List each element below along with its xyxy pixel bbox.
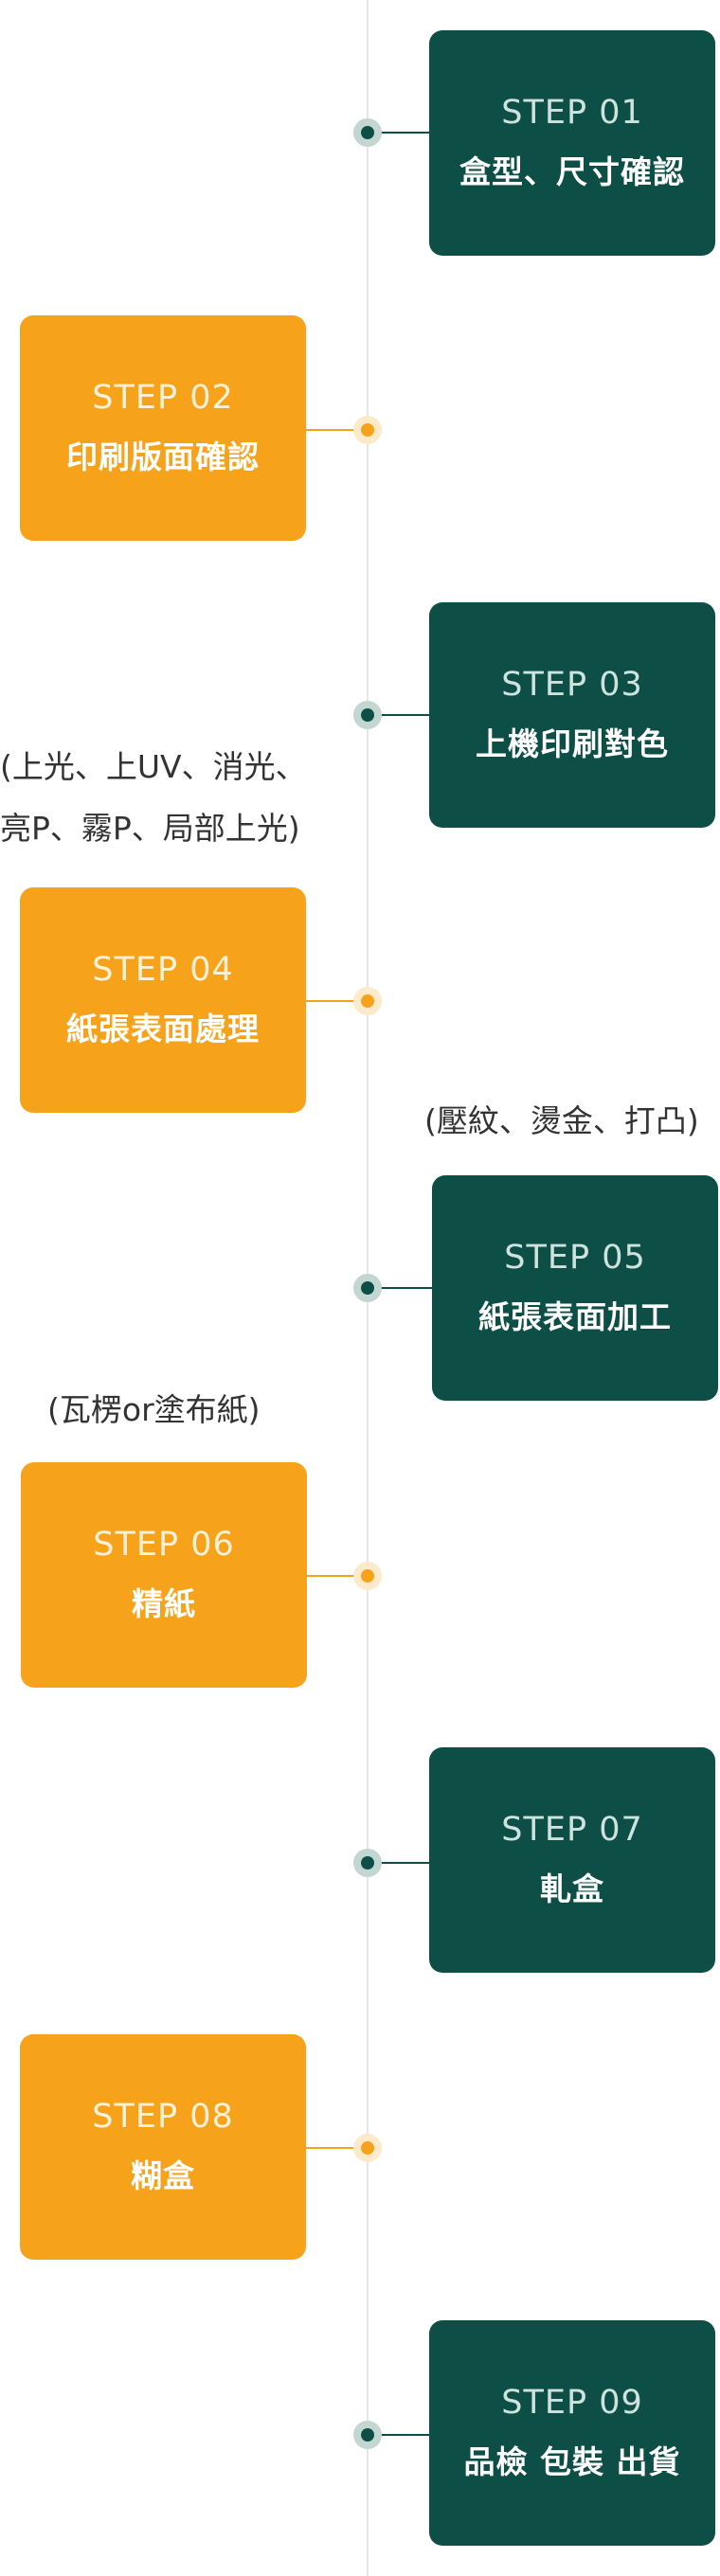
timeline-dot-step-09 [361, 2428, 374, 2442]
step-title: 紙張表面處理 [66, 1011, 260, 1047]
timeline-dot-step-06 [361, 1569, 374, 1583]
step-title: 盒型、尺寸確認 [459, 153, 685, 190]
step-card-01: STEP 01 盒型、尺寸確認 [429, 30, 715, 256]
connector-step-09 [368, 2434, 430, 2436]
step-number: STEP 08 [92, 2098, 234, 2136]
connector-step-03 [368, 714, 430, 716]
connector-step-07 [368, 1862, 430, 1864]
timeline-dot-step-08 [361, 2141, 374, 2155]
timeline-dot-step-07 [361, 1856, 374, 1869]
step-number: STEP 01 [501, 94, 643, 132]
step-card-09: STEP 09 品檢 包裝 出貨 [429, 2320, 715, 2546]
step-title: 糊盒 [131, 2157, 195, 2194]
timeline-dot-step-01 [361, 126, 374, 139]
connector-step-08 [305, 2147, 368, 2149]
coating-note-line1: (上光、上UV、消光、 [0, 748, 307, 785]
coating-note-line2: 亮P、霧P、局部上光) [0, 810, 300, 847]
step-title: 品檢 包裝 出貨 [463, 2443, 681, 2480]
connector-step-06 [306, 1575, 368, 1577]
step-card-07: STEP 07 軋盒 [429, 1747, 715, 1973]
step-number: STEP 03 [501, 666, 643, 704]
step-number: STEP 05 [504, 1239, 646, 1277]
step-card-08: STEP 08 糊盒 [20, 2034, 306, 2260]
connector-step-05 [368, 1287, 432, 1289]
step-title: 精紙 [132, 1585, 196, 1622]
step-card-06: STEP 06 精紙 [21, 1462, 307, 1688]
paper-note: (瓦楞or塗布紙) [47, 1391, 261, 1428]
connector-step-01 [368, 132, 430, 134]
step-number: STEP 07 [501, 1811, 643, 1849]
step-card-03: STEP 03 上機印刷對色 [429, 602, 715, 828]
step-card-05: STEP 05 紙張表面加工 [432, 1175, 718, 1401]
timeline-dot-step-03 [361, 708, 374, 722]
step-number: STEP 09 [501, 2384, 643, 2422]
timeline-dot-step-05 [361, 1281, 374, 1295]
step-number: STEP 02 [92, 379, 234, 417]
timeline-dot-step-04 [361, 994, 374, 1008]
step-card-04: STEP 04 紙張表面處理 [20, 887, 306, 1113]
finishing-note: (壓紋、燙金、打凸) [424, 1102, 699, 1139]
step-title: 上機印刷對色 [476, 725, 669, 762]
connector-step-02 [305, 429, 368, 431]
step-title: 紙張表面加工 [478, 1298, 672, 1335]
step-number: STEP 04 [92, 951, 234, 989]
step-title: 軋盒 [540, 1870, 604, 1907]
step-number: STEP 06 [93, 1526, 235, 1564]
step-title: 印刷版面確認 [66, 438, 260, 475]
timeline-dot-step-02 [361, 423, 374, 437]
step-card-02: STEP 02 印刷版面確認 [20, 315, 306, 541]
connector-step-04 [305, 1000, 368, 1002]
